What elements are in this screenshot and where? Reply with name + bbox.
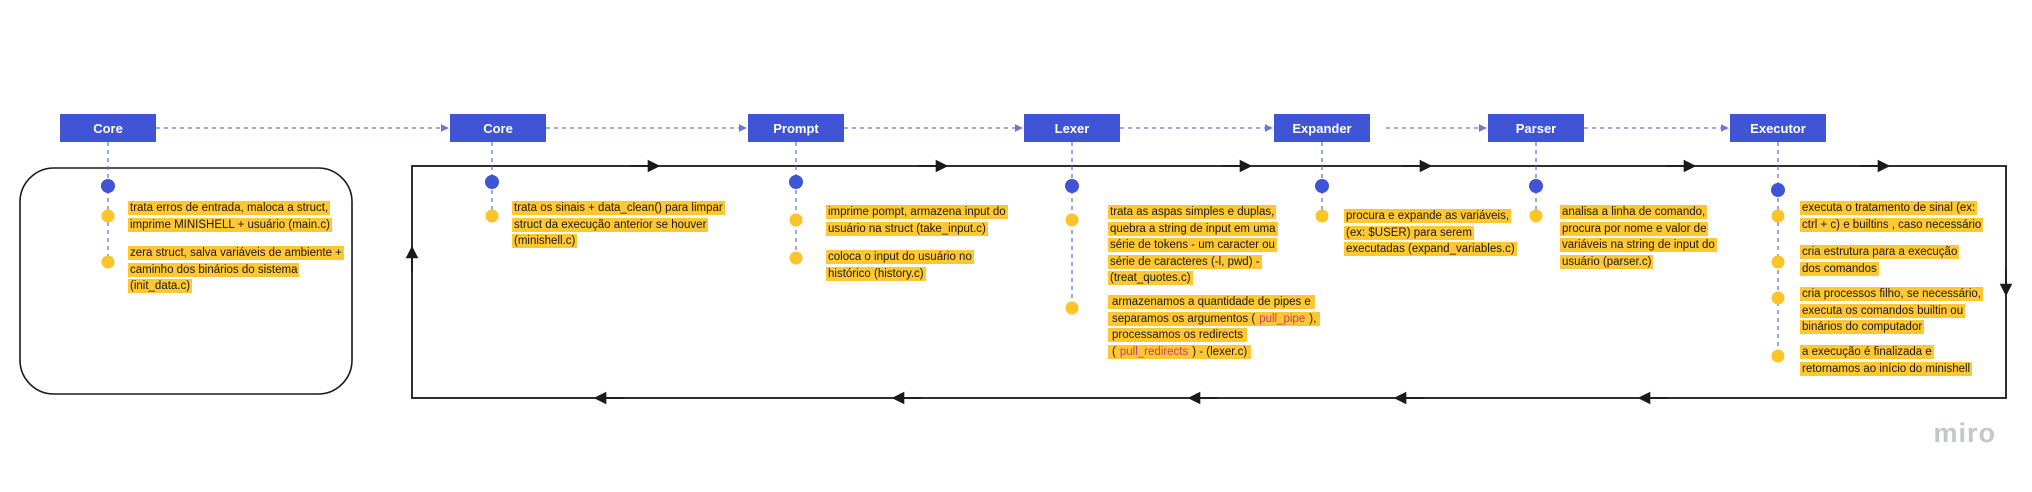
- note-text: trata as aspas simples e duplas, quebra …: [1108, 205, 1278, 285]
- note-text: trata erros de entrada, maloca a struct,…: [128, 201, 332, 232]
- stage-expander[interactable]: Expander: [1274, 114, 1370, 142]
- note-core-init-data[interactable]: zera struct, salva variáveis de ambiente…: [128, 245, 350, 295]
- stage-core-loop[interactable]: Core: [450, 114, 546, 142]
- yellow-dot: [1771, 209, 1785, 223]
- note-core-main[interactable]: trata erros de entrada, maloca a struct,…: [128, 200, 340, 233]
- stage-core-init[interactable]: Core: [60, 114, 156, 142]
- stage-parser[interactable]: Parser: [1488, 114, 1584, 142]
- note-text-part: ) - (lexer.c): [1190, 344, 1250, 359]
- timeline-dots: [101, 175, 1785, 363]
- blue-dot: [1065, 179, 1079, 193]
- yellow-dot: [789, 251, 803, 265]
- note-expander[interactable]: procura e expande as variáveis, (ex: $US…: [1344, 208, 1524, 258]
- function-name: pull_redirects: [1117, 344, 1191, 359]
- note-executor-processes[interactable]: cria processos filho, se necessário, exe…: [1800, 286, 1990, 336]
- note-text: imprime pompt, armazena input do usuário…: [826, 205, 1008, 236]
- yellow-dot: [1065, 213, 1079, 227]
- note-text: trata os sinais + data_clean() para limp…: [512, 201, 725, 248]
- note-text: a execução é finalizada e retornamos ao …: [1800, 345, 1973, 376]
- note-lexer-quotes[interactable]: trata as aspas simples e duplas, quebra …: [1108, 204, 1298, 287]
- yellow-dot: [101, 255, 115, 269]
- note-core-minishell[interactable]: trata os sinais + data_clean() para limp…: [512, 200, 734, 250]
- blue-dot: [485, 175, 499, 189]
- note-text: zera struct, salva variáveis de ambiente…: [128, 246, 344, 293]
- blue-dot: [1315, 179, 1329, 193]
- note-executor-finish[interactable]: a execução é finalizada e retornamos ao …: [1800, 344, 1990, 377]
- yellow-dot: [1771, 291, 1785, 305]
- note-text: armazenamos a quantidade de pipes e sepa…: [1108, 295, 1321, 359]
- note-text: executa o tratamento de sinal (ex: ctrl …: [1800, 201, 1984, 232]
- note-prompt-take-input[interactable]: imprime pompt, armazena input do usuário…: [826, 204, 1026, 237]
- note-prompt-history[interactable]: coloca o input do usuário no histórico (…: [826, 249, 996, 282]
- note-parser[interactable]: analisa a linha de comando, procura por …: [1560, 204, 1730, 270]
- blue-dot: [1529, 179, 1543, 193]
- note-text: cria processos filho, se necessário, exe…: [1800, 287, 1983, 334]
- miro-logo: miro: [1933, 418, 1996, 448]
- yellow-dot: [1771, 255, 1785, 269]
- stage-lexer[interactable]: Lexer: [1024, 114, 1120, 142]
- note-text: coloca o input do usuário no histórico (…: [826, 250, 974, 281]
- stage-prompt[interactable]: Prompt: [748, 114, 844, 142]
- blue-dot: [101, 179, 115, 193]
- yellow-dot: [1065, 301, 1079, 315]
- note-text: cria estrutura para a execução dos coman…: [1800, 245, 1960, 276]
- loop-arrows: [405, 159, 2013, 405]
- function-name: pull_pipe: [1257, 311, 1308, 326]
- note-lexer-pipes[interactable]: armazenamos a quantidade de pipes e sepa…: [1108, 294, 1321, 360]
- blue-dot: [789, 175, 803, 189]
- note-text: procura e expande as variáveis, (ex: $US…: [1344, 209, 1517, 256]
- blue-dot: [1771, 183, 1785, 197]
- note-executor-structure[interactable]: cria estrutura para a execução dos coman…: [1800, 244, 1970, 277]
- yellow-dot: [1771, 349, 1785, 363]
- note-text: analisa a linha de comando, procura por …: [1560, 205, 1717, 269]
- stage-executor[interactable]: Executor: [1730, 114, 1826, 142]
- yellow-dot: [789, 213, 803, 227]
- yellow-dot: [485, 209, 499, 223]
- yellow-dot: [1315, 209, 1329, 223]
- note-executor-signals[interactable]: executa o tratamento de sinal (ex: ctrl …: [1800, 200, 1990, 233]
- yellow-dot: [101, 209, 115, 223]
- yellow-dot: [1529, 209, 1543, 223]
- init-group-frame: [19, 167, 353, 395]
